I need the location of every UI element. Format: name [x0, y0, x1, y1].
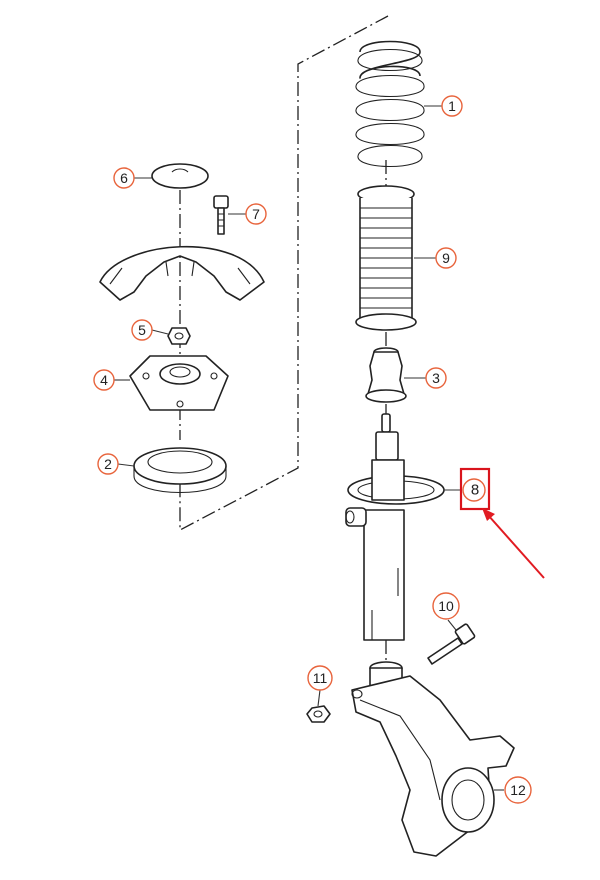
red-pointer-arrow [482, 508, 545, 579]
callout-label: 1 [448, 98, 456, 114]
callout-label: 11 [313, 670, 328, 686]
callout-label: 5 [138, 322, 146, 338]
callout-label: 10 [438, 598, 454, 614]
pinch-bolt [427, 623, 476, 665]
callout-label: 9 [442, 250, 450, 266]
callout-label: 7 [252, 206, 260, 222]
bump-stop [365, 347, 407, 403]
callout-7: 7 [245, 203, 267, 225]
assembly-outline [179, 15, 389, 662]
callout-label: 12 [510, 782, 526, 798]
callout-11: 11 [307, 665, 333, 691]
steering-knuckle [351, 661, 515, 857]
knuckle-nut [306, 705, 331, 723]
callout-8-highlight: 8 [459, 467, 491, 511]
callout-3: 3 [425, 367, 447, 389]
mount-bolt [213, 195, 229, 235]
leader-lines [114, 105, 504, 791]
callout-5: 5 [131, 319, 153, 341]
callout-2: 2 [97, 453, 119, 475]
protective-boot [355, 185, 417, 331]
callout-6: 6 [113, 167, 135, 189]
callout-label: 8 [471, 482, 479, 499]
callout-9: 9 [435, 247, 457, 269]
callout-1: 1 [441, 95, 463, 117]
callout-label: 3 [432, 370, 440, 386]
strut-mount [129, 355, 229, 411]
callout-label: 4 [100, 372, 108, 388]
callout-4: 4 [93, 369, 115, 391]
shock-absorber-strut [345, 413, 445, 641]
dust-cap [151, 163, 209, 189]
callout-12: 12 [504, 776, 532, 804]
callout-10: 10 [432, 592, 460, 620]
coil-spring [355, 40, 425, 168]
splash-shield [99, 245, 265, 301]
strut-bearing [133, 447, 227, 494]
callout-label: 6 [120, 170, 128, 186]
callout-label: 2 [104, 456, 112, 472]
strut-nut [167, 327, 191, 345]
